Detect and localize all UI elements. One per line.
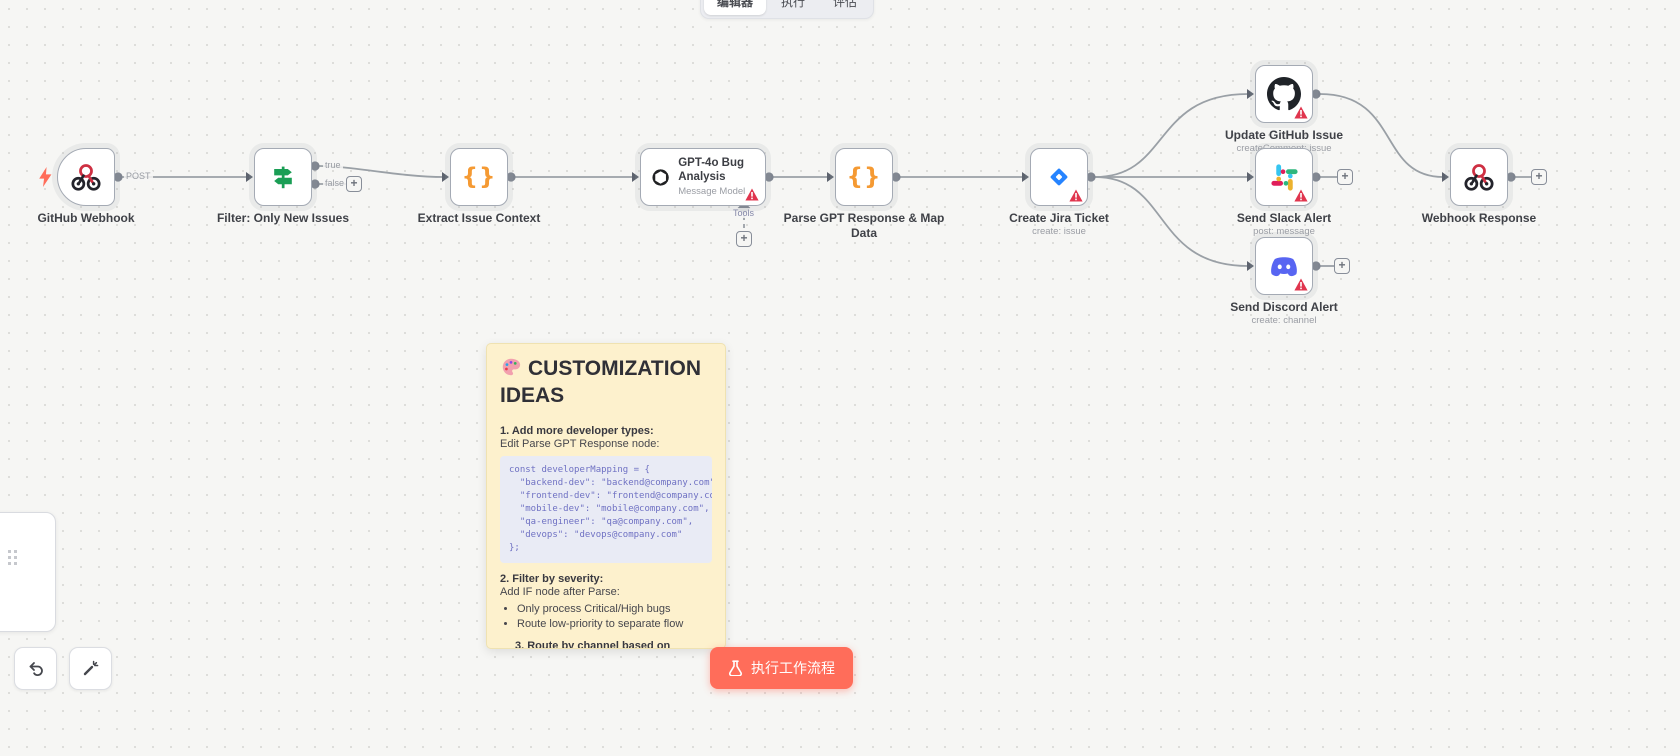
- grip-handle-icon: [8, 550, 17, 565]
- warning-icon: [745, 188, 759, 201]
- add-node-plus-false-branch[interactable]: +: [346, 176, 362, 192]
- sticky-bullet: Route low-priority to separate flow: [517, 618, 712, 630]
- execute-workflow-button[interactable]: 执行工作流程: [710, 647, 853, 689]
- node-github-webhook[interactable]: GitHub Webhook: [37, 148, 135, 225]
- sticky-note[interactable]: CUSTOMIZATION IDEAS 1. Add more develope…: [486, 343, 726, 649]
- node-webhook-response[interactable]: Webhook Response: [1422, 148, 1536, 225]
- node-update-github-issue[interactable]: Update GitHub Issue createComment: issue: [1225, 65, 1343, 154]
- sticky-title: CUSTOMIZATION IDEAS: [500, 357, 702, 408]
- sticky-bullet-list: Only process Critical/High bugs Route lo…: [500, 603, 712, 630]
- execute-workflow-label: 执行工作流程: [751, 660, 835, 676]
- view-tab-bar: 编辑器 执行 评估: [700, 0, 875, 19]
- add-node-plus-discord[interactable]: +: [1334, 258, 1350, 274]
- jira-icon: [1050, 168, 1068, 186]
- filter-signpost-icon: [274, 166, 292, 189]
- node-extract-issue-context[interactable]: {} Extract Issue Context: [418, 148, 540, 225]
- node-operation: post: message: [1253, 226, 1315, 237]
- node-send-slack-alert[interactable]: Send Slack Alert post: message: [1237, 148, 1331, 237]
- node-label: Create Jira Ticket: [1009, 211, 1109, 225]
- undo-icon: [29, 662, 43, 676]
- undo-button[interactable]: [14, 647, 57, 690]
- flask-icon: [728, 660, 743, 676]
- node-label: Extract Issue Context: [417, 211, 541, 225]
- edge-label-true: true: [323, 160, 343, 170]
- warning-icon: [1294, 189, 1308, 202]
- node-operation: create: issue: [1032, 226, 1086, 237]
- edge-label-tools: Tools: [731, 208, 757, 218]
- warning-icon: [1294, 278, 1308, 291]
- node-label: Filter: Only New Issues: [216, 211, 350, 225]
- sticky-section1-heading: 1. Add more developer types:: [500, 424, 654, 437]
- sticky-section2-body: Add IF node after Parse:: [500, 585, 620, 598]
- tidy-up-button[interactable]: [69, 647, 112, 690]
- node-label: Send Slack Alert: [1236, 211, 1332, 225]
- edge-label-false: false: [323, 178, 347, 188]
- sticky-section3-heading: 3. Route by channel based on severity:: [515, 639, 671, 649]
- node-label: GitHub Webhook: [37, 211, 135, 225]
- node-subtitle: Message Model: [678, 186, 746, 198]
- sticky-code-developer-mapping: const developerMapping = { "backend-dev"…: [500, 455, 712, 563]
- discord-icon: [1271, 257, 1297, 277]
- openai-icon: [652, 168, 669, 186]
- node-parse-gpt-response[interactable]: {} Parse GPT Response & Map Data: [784, 148, 944, 240]
- tab-evaluations[interactable]: 评估: [833, 0, 858, 9]
- add-node-plus-slack[interactable]: +: [1337, 169, 1353, 185]
- palette-icon: [502, 358, 521, 376]
- node-label: Update GitHub Issue: [1224, 128, 1344, 142]
- warning-icon: [1294, 106, 1308, 119]
- warning-icon: [1069, 189, 1083, 202]
- node-send-discord-alert[interactable]: Send Discord Alert create: channel: [1230, 237, 1338, 326]
- node-label: Send Discord Alert: [1230, 300, 1338, 314]
- code-braces-icon: {}: [461, 164, 497, 190]
- sticky-section2-heading: 2. Filter by severity:: [500, 572, 604, 585]
- sticky-bullet: Only process Critical/High bugs: [517, 603, 712, 615]
- node-gpt4o-bug-analysis[interactable]: GPT-4o Bug Analysis Message Model: [640, 148, 766, 206]
- webhook-icon: [1464, 164, 1494, 191]
- node-operation: create: channel: [1251, 315, 1317, 326]
- github-icon: [1267, 77, 1301, 111]
- tab-executions[interactable]: 执行: [781, 0, 806, 9]
- sticky-section1-body: Edit Parse GPT Response node:: [500, 437, 660, 450]
- minimap-panel[interactable]: [0, 512, 56, 632]
- node-filter-only-new-issues[interactable]: Filter: Only New Issues: [217, 148, 349, 225]
- node-create-jira-ticket[interactable]: Create Jira Ticket create: issue: [1009, 148, 1109, 237]
- webhook-icon: [71, 164, 101, 191]
- node-label: Webhook Response: [1421, 211, 1537, 225]
- add-node-plus-response[interactable]: +: [1531, 169, 1547, 185]
- slack-icon: [1270, 163, 1298, 191]
- wand-icon: [83, 660, 99, 676]
- edge-label-post: POST: [124, 171, 153, 181]
- code-braces-icon: {}: [846, 164, 882, 190]
- trigger-bolt-icon: [39, 167, 52, 187]
- node-title: GPT-4o Bug Analysis: [678, 156, 745, 183]
- node-label: Parse GPT Response & Map Data: [783, 211, 945, 240]
- tab-editor[interactable]: 编辑器: [704, 0, 767, 15]
- add-tool-plus[interactable]: +: [736, 231, 752, 247]
